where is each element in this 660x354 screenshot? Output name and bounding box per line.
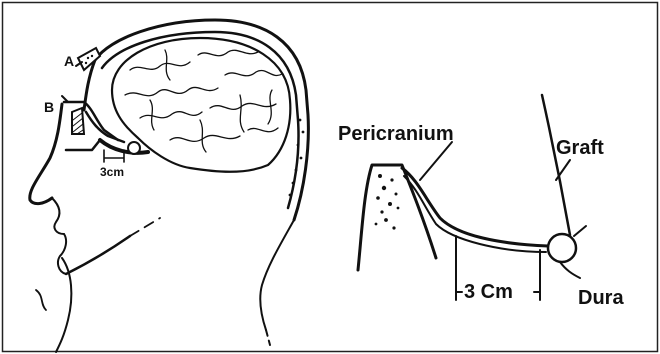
pericranium-flap	[402, 168, 548, 246]
label-dura: Dura	[578, 287, 624, 309]
right-panel-graft: Pericranium Graft 3 Cm Dura	[338, 95, 624, 309]
label-a: A	[64, 53, 74, 69]
bone-block-outline	[358, 165, 436, 270]
lip-line	[52, 198, 64, 234]
bone-texture	[375, 174, 400, 230]
label-3cm: 3cm	[100, 165, 124, 179]
nose-profile	[30, 104, 62, 204]
chin-line	[58, 234, 66, 274]
clip-circle	[128, 142, 140, 154]
label-graft: Graft	[556, 137, 604, 159]
pericranium-inner	[404, 176, 546, 252]
dura-circle	[548, 234, 576, 262]
suture-tick	[574, 226, 586, 236]
label-b: B	[44, 99, 54, 115]
neck-front-detail	[36, 290, 46, 310]
label-3cm-right: 3 Cm	[464, 281, 513, 303]
neck-back-line	[260, 220, 294, 330]
pericranium-leader	[420, 142, 452, 180]
jaw-line	[66, 236, 130, 274]
cribriform-line	[66, 140, 100, 150]
jaw-dashed	[130, 218, 160, 236]
graft-a-strip	[78, 48, 100, 70]
dura-leader	[560, 262, 580, 278]
label-pericranium: Pericranium	[338, 123, 454, 145]
left-panel-head: A B 3cm	[30, 20, 309, 352]
neck-back-dashed	[266, 330, 270, 345]
brain-gyri	[125, 50, 282, 152]
